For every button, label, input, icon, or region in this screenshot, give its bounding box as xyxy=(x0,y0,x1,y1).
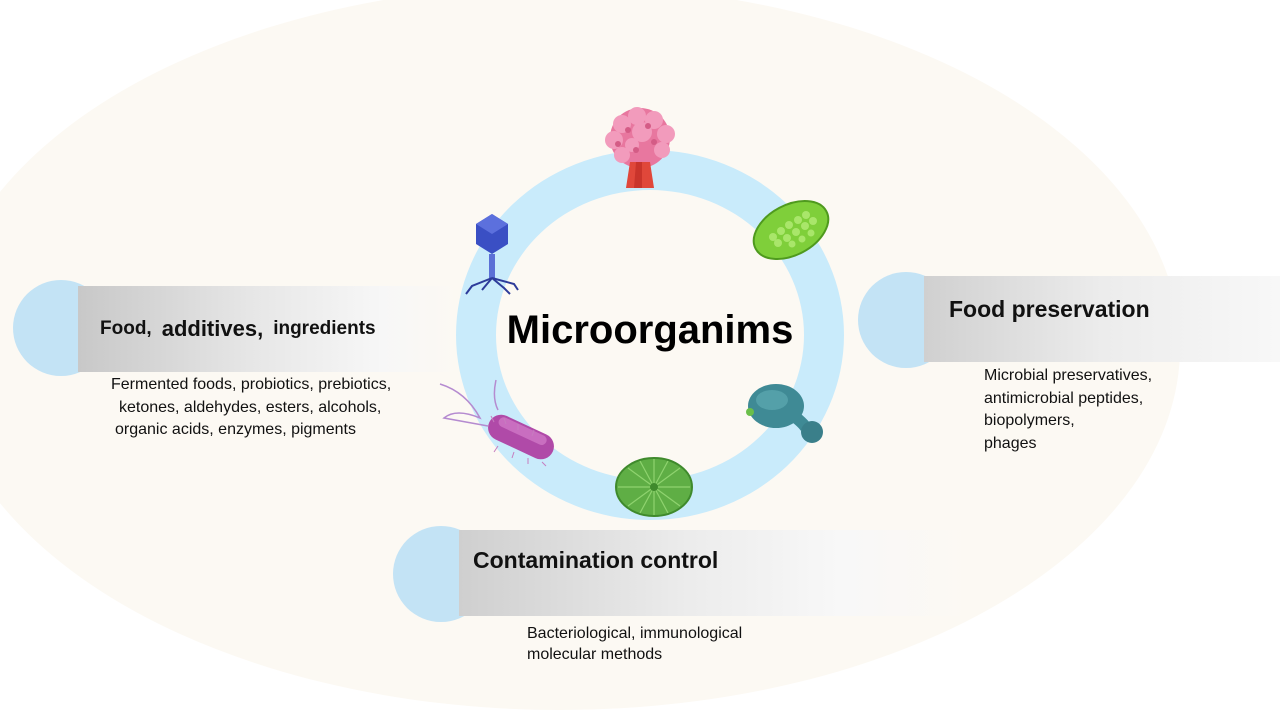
preservation-desc-line: Microbial preservatives, xyxy=(984,367,1153,384)
food-heading-part-2: additives, xyxy=(161,316,264,341)
diagram-title: Microorganims xyxy=(506,308,794,352)
algae-cell-icon xyxy=(752,200,830,260)
preservation-heading: Food preservation xyxy=(949,296,1150,322)
contamination-desc-line: Bacteriological, immunological xyxy=(527,625,743,642)
food-desc-line: ketones, aldehydes, esters, alcohols, xyxy=(119,398,382,416)
preservation-desc-line: antimicrobial peptides, xyxy=(984,389,1144,407)
bacterium-icon xyxy=(439,379,554,467)
diatom-icon xyxy=(615,457,693,517)
food-desc-line: organic acids, enzymes, pigments xyxy=(115,421,356,438)
food-heading-part-3: ingredients xyxy=(273,318,376,339)
mold-icon xyxy=(605,107,675,188)
contamination-desc-line: molecular methods xyxy=(527,645,663,663)
yeast-icon xyxy=(746,384,823,443)
contamination-heading: Contamination control xyxy=(473,547,719,573)
bacteriophage-icon xyxy=(465,214,519,295)
contamination-description: Bacteriological, immunological molecular… xyxy=(527,624,742,665)
preservation-heading-band: Food preservation xyxy=(924,276,1280,362)
food-heading-band: Food, additives, ingredients xyxy=(78,286,458,372)
food-desc-line: Fermented foods, probiotics, prebiotics, xyxy=(111,376,392,393)
preservation-description: Microbial preservatives, antimicrobial p… xyxy=(984,365,1152,455)
preservation-desc-line: phages xyxy=(984,434,1037,452)
food-heading-part-1: Food, xyxy=(100,318,152,339)
preservation-desc-line: biopolymers, xyxy=(984,412,1075,429)
contamination-heading-band: Contamination control xyxy=(459,530,969,616)
food-description: Fermented foods, probiotics, prebiotics,… xyxy=(111,374,391,442)
